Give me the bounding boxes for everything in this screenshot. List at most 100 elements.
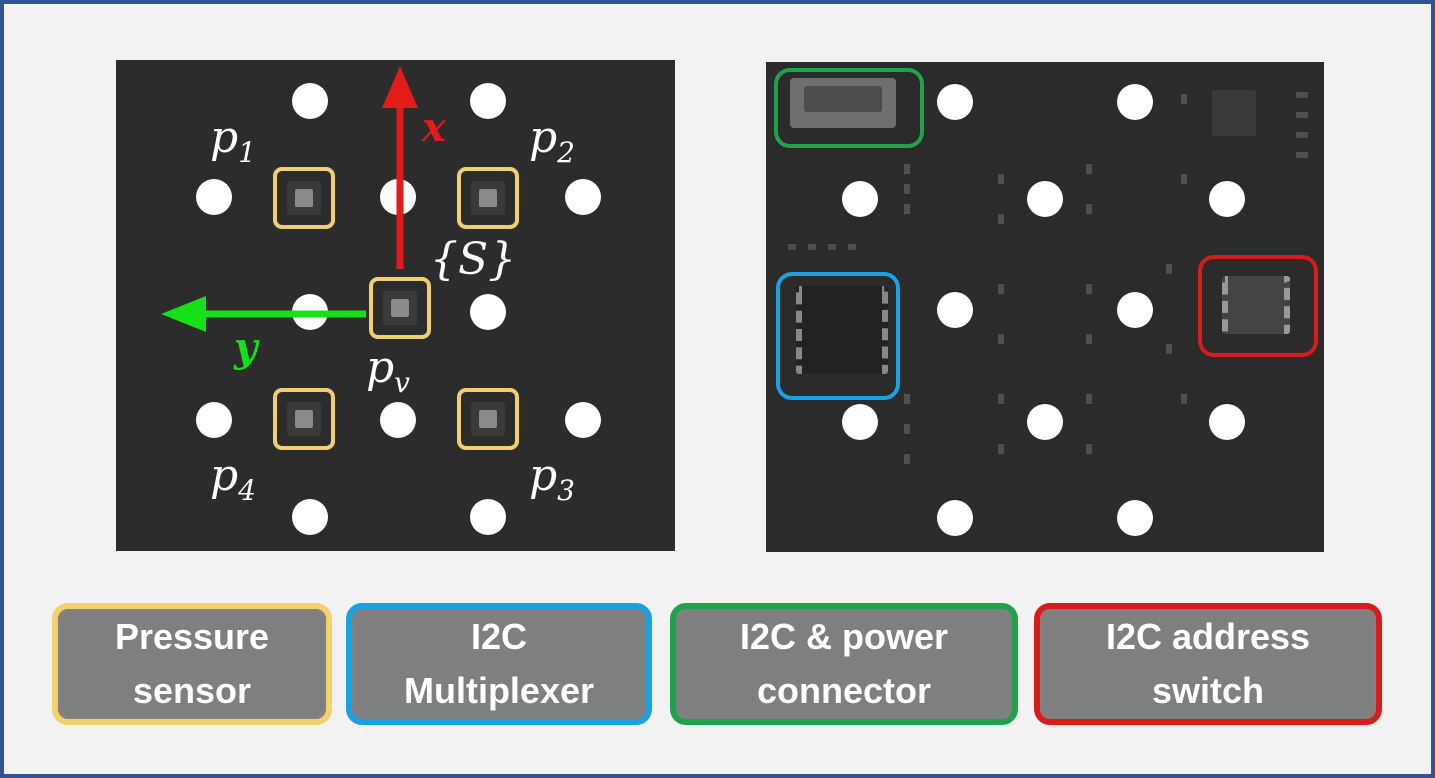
legend-text-line: connector <box>756 670 932 711</box>
smd-component <box>998 334 1004 344</box>
mounting-hole <box>470 499 506 535</box>
legend-label: Pressure sensor <box>62 613 322 715</box>
pressure-sensor-pv <box>369 277 431 339</box>
coordinate-axes <box>161 66 418 332</box>
smd-component <box>1296 132 1308 138</box>
frame-label: {S} <box>430 234 517 285</box>
legend-text-line: switch <box>1151 670 1265 711</box>
smd-component <box>1086 204 1092 214</box>
smd-component <box>998 174 1004 184</box>
mounting-hole <box>1209 404 1245 440</box>
smd-component <box>1166 264 1172 274</box>
multiplexer-highlight <box>776 272 900 400</box>
connector-part <box>790 78 896 128</box>
x-axis-label: x <box>422 104 446 151</box>
smd-component <box>1181 94 1187 104</box>
smd-component <box>1181 174 1187 184</box>
mounting-hole <box>1027 181 1063 217</box>
smd-component <box>1086 284 1092 294</box>
smd-component <box>1296 92 1308 98</box>
x-axis-arrowhead <box>382 66 418 108</box>
legend-text-line: Multiplexer <box>403 670 595 711</box>
smd-component <box>1086 334 1092 344</box>
legend-text-line: I2C & power <box>739 616 949 657</box>
sensor-chip <box>471 181 505 215</box>
connector-socket <box>804 86 882 112</box>
smd-component <box>828 244 836 250</box>
mounting-hole <box>842 181 878 217</box>
sensor-chip <box>287 402 321 436</box>
smd-component <box>1296 152 1308 158</box>
smd-component <box>904 164 910 174</box>
connector-highlight <box>774 68 924 148</box>
smd-component <box>998 394 1004 404</box>
legend-pressure-sensor: Pressure sensor <box>52 603 332 725</box>
mounting-hole <box>937 84 973 120</box>
label-pv: pv <box>366 342 410 399</box>
mounting-hole <box>937 292 973 328</box>
smd-component <box>1086 394 1092 404</box>
mounting-hole <box>937 500 973 536</box>
legend-label: I2C Multiplexer <box>356 613 642 715</box>
pressure-sensor-p1 <box>273 167 335 229</box>
mounting-hole <box>1117 84 1153 120</box>
mounting-hole <box>1117 500 1153 536</box>
smd-component <box>998 284 1004 294</box>
smd-component <box>904 184 910 194</box>
mounting-hole <box>1117 292 1153 328</box>
mounting-hole <box>292 499 328 535</box>
sensor-chip <box>287 181 321 215</box>
ic-chip <box>1212 90 1256 136</box>
smd-component <box>1086 164 1092 174</box>
smd-component <box>788 244 796 250</box>
mounting-hole <box>196 402 232 438</box>
legend-label: I2C address switch <box>1044 613 1372 715</box>
address-switch-highlight <box>1198 255 1318 357</box>
legend-text-line: sensor <box>132 670 252 711</box>
mounting-hole <box>1027 404 1063 440</box>
multiplexer-chip <box>796 286 888 374</box>
sensor-board-top-view: p1 p2 pv p4 p3 x y {S} <box>116 60 675 551</box>
mounting-hole <box>196 179 232 215</box>
mounting-hole <box>842 404 878 440</box>
smd-component <box>904 454 910 464</box>
legend-i2c-power-connector: I2C & power connector <box>670 603 1018 725</box>
smd-component <box>904 424 910 434</box>
pressure-sensor-p2 <box>457 167 519 229</box>
mounting-hole <box>292 83 328 119</box>
legend-i2c-multiplexer: I2C Multiplexer <box>346 603 652 725</box>
legend-i2c-address-switch: I2C address switch <box>1034 603 1382 725</box>
smd-component <box>1296 112 1308 118</box>
mounting-hole <box>470 294 506 330</box>
label-p2: p2 <box>529 112 575 169</box>
smd-component <box>998 444 1004 454</box>
smd-component <box>808 244 816 250</box>
smd-component <box>904 204 910 214</box>
smd-component <box>1181 394 1187 404</box>
mounting-hole <box>1209 181 1245 217</box>
y-axis-label: y <box>234 324 258 371</box>
mounting-hole <box>380 402 416 438</box>
legend-text-line: I2C address <box>1105 616 1311 657</box>
pressure-sensor-p4 <box>273 388 335 450</box>
legend-label: I2C & power connector <box>680 613 1008 715</box>
smd-component <box>1166 344 1172 354</box>
pressure-sensor-p3 <box>457 388 519 450</box>
smd-component <box>904 394 910 404</box>
mounting-hole <box>565 179 601 215</box>
y-axis-arrowhead <box>161 296 206 332</box>
sensor-board-bottom-view <box>766 62 1324 552</box>
label-p3: p3 <box>529 450 575 507</box>
smd-component <box>1086 444 1092 454</box>
legend-text-line: I2C <box>470 616 528 657</box>
legend-text-line: Pressure <box>114 616 270 657</box>
address-switch-chip <box>1222 276 1290 334</box>
label-p1: p1 <box>210 112 256 169</box>
smd-component <box>998 214 1004 224</box>
mounting-hole <box>565 402 601 438</box>
smd-component <box>848 244 856 250</box>
sensor-chip <box>471 402 505 436</box>
label-p4: p4 <box>210 450 256 507</box>
sensor-chip <box>383 291 417 325</box>
